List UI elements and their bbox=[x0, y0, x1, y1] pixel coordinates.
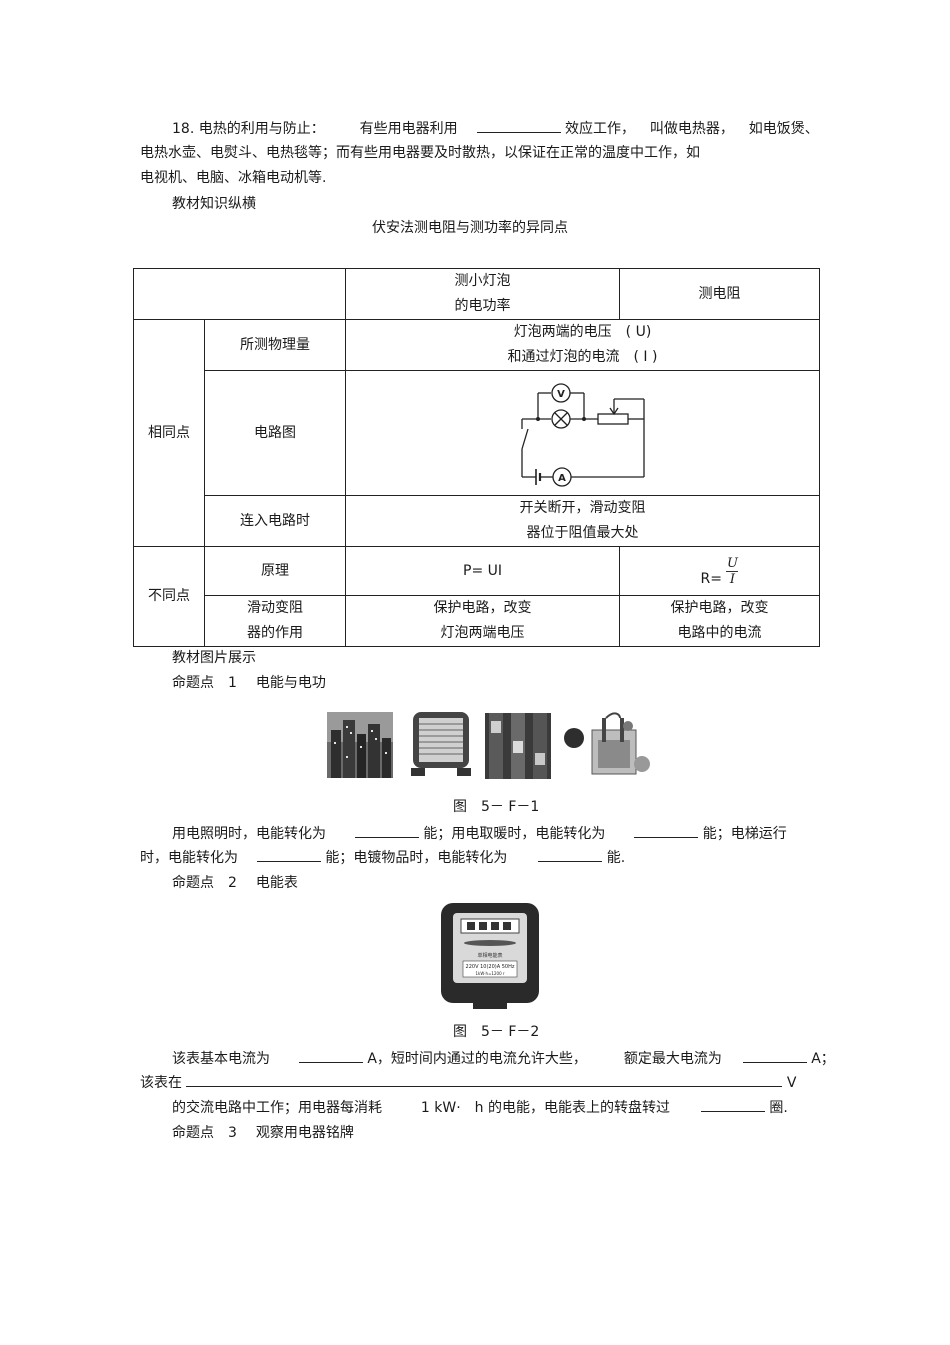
circuit-diagram: V A bbox=[521, 383, 645, 487]
p2-line1: 该表基本电流为 A，短时间内通过的电流允许大些， 额定最大电流为 A； bbox=[172, 1048, 835, 1069]
row-group-different: 不同点 bbox=[133, 546, 205, 647]
rheostat-role-power-l1: 保护电路，改变 bbox=[433, 600, 532, 616]
p1-text-b: 能；用电取暖时，电能转化为 bbox=[423, 826, 606, 842]
row-label-quantity: 所测物理量 bbox=[204, 319, 346, 371]
elevator-photo bbox=[485, 713, 551, 779]
head-power-l2: 的电功率 bbox=[454, 298, 511, 314]
q18-line3: 电视机、电脑、冰箱电动机等. bbox=[140, 170, 327, 186]
p2-text-i: 圈. bbox=[769, 1100, 788, 1116]
q18-line1: 18. 电热的利用与防止： 有些用电器利用 效应工作， 叫做电热器， 如电饭煲、 bbox=[172, 118, 819, 139]
p2-line3: 的交流电路中工作；用电器每消耗 1 kW· h 的电能，电能表上的转盘转过 圈. bbox=[172, 1097, 788, 1118]
p1-blank-3[interactable] bbox=[256, 847, 321, 862]
p2-blank-2[interactable] bbox=[742, 1048, 807, 1063]
p1-line1: 用电照明时，电能转化为 能；用电取暖时，电能转化为 能；电梯运行 bbox=[172, 823, 787, 844]
fig1-caption: 图 5－ F－1 bbox=[453, 799, 540, 815]
p2-text-h: 1 kW· h 的电能，电能表上的转盘转过 bbox=[420, 1100, 670, 1116]
principle-resistance: R= U I bbox=[619, 546, 820, 596]
quantity-value: 灯泡两端的电压 ( U) 和通过灯泡的电流 ( I ) bbox=[345, 319, 820, 371]
p1-text-e: 能；电镀物品时，电能转化为 bbox=[325, 850, 508, 866]
p1-blank-1[interactable] bbox=[354, 823, 419, 838]
section-heading: 教材知识纵横 bbox=[172, 196, 256, 212]
principle-power: P= UI bbox=[345, 546, 620, 596]
q18-text-part1: 电热的利用与防止： bbox=[198, 121, 325, 137]
table-corner-cell bbox=[133, 268, 346, 320]
p1-blank-2[interactable] bbox=[634, 823, 699, 838]
q18-text-part4: 叫做电热器， bbox=[649, 121, 734, 137]
p2-text-c: 额定最大电流为 bbox=[623, 1051, 722, 1067]
row-label-principle: 原理 bbox=[204, 546, 346, 596]
p2-text-b: A，短时间内通过的电流允许大些， bbox=[367, 1051, 587, 1067]
p2-text-g: 的交流电路中工作；用电器每消耗 bbox=[172, 1100, 382, 1116]
fraction-numerator: U bbox=[726, 555, 738, 571]
quantity-value-l2: 和通过灯泡的电流 ( I ) bbox=[507, 349, 658, 365]
point2-title: 电能表 bbox=[255, 875, 298, 891]
electroplating-photo bbox=[564, 712, 650, 775]
rheostat-role-resistance-l2: 电路中的电流 bbox=[677, 625, 762, 641]
circuit-diagram-cell: V A bbox=[345, 370, 820, 496]
table-title: 伏安法测电阻与测功率的异同点 bbox=[372, 220, 568, 236]
row-label-rheostat-l1: 滑动变阻 bbox=[247, 600, 303, 616]
rheostat-role-resistance: 保护电路，改变 电路中的电流 bbox=[619, 595, 820, 647]
ammeter-label: A bbox=[558, 473, 566, 484]
p2-blank-4[interactable] bbox=[700, 1097, 765, 1112]
row-group-same: 相同点 bbox=[133, 319, 205, 547]
p2-text-d: A； bbox=[811, 1051, 835, 1067]
point2-label: 命题点 2 bbox=[172, 875, 237, 891]
q18-text-part3: 效应工作， bbox=[564, 121, 635, 137]
u-over-i-fraction: U I bbox=[726, 555, 739, 587]
pictures-heading: 教材图片展示 bbox=[172, 650, 256, 666]
meter-name-plate: 单相电能表 bbox=[477, 952, 502, 959]
q18-blank[interactable] bbox=[476, 118, 561, 133]
p1-line2: 时，电能转化为 能；电镀物品时，电能转化为 能. bbox=[140, 847, 625, 868]
point3-title: 观察用电器铭牌 bbox=[255, 1125, 354, 1141]
p2-text-a: 该表基本电流为 bbox=[172, 1051, 270, 1067]
head-resistance: 测电阻 bbox=[619, 268, 820, 320]
point3-label: 命题点 3 bbox=[172, 1125, 237, 1141]
point2-heading: 命题点 2 电能表 bbox=[172, 873, 298, 893]
switch-icon bbox=[521, 428, 529, 450]
electricity-meter-photo: 单相电能表 220V 10(20)A 50Hz 1kW·h=1200 r bbox=[441, 903, 539, 1009]
fraction-denominator: I bbox=[729, 571, 736, 587]
p2-text-e: 该表在 bbox=[140, 1075, 182, 1091]
head-power-l1: 测小灯泡 bbox=[454, 273, 511, 289]
p2-blank-3[interactable] bbox=[186, 1072, 783, 1087]
q18-text-part2: 有些用电器利用 bbox=[359, 121, 458, 137]
q18-number: 18. bbox=[172, 121, 195, 137]
point1-title: 电能与电功 bbox=[255, 675, 326, 691]
rheostat-role-power-l2: 灯泡两端电压 bbox=[440, 625, 525, 641]
rheostat-role-power: 保护电路，改变 灯泡两端电压 bbox=[345, 595, 620, 647]
rheostat-icon bbox=[597, 413, 629, 425]
fig2-caption: 图 5－ F－2 bbox=[453, 1024, 540, 1040]
p2-line2: 该表在 V bbox=[140, 1072, 796, 1093]
point1-label: 命题点 1 bbox=[172, 675, 237, 691]
point1-heading: 命题点 1 电能与电功 bbox=[172, 673, 326, 693]
meter-rating: 220V 10(20)A 50Hz bbox=[466, 964, 515, 970]
quantity-value-l1: 灯泡两端的电压 ( U) bbox=[513, 324, 652, 340]
p1-text-f: 能. bbox=[606, 850, 626, 866]
point3-heading: 命题点 3 观察用电器铭牌 bbox=[172, 1123, 354, 1143]
electric-heater-photo bbox=[411, 712, 471, 776]
principle-resistance-prefix: R= bbox=[700, 571, 722, 587]
row-label-rheostat-l2: 器的作用 bbox=[247, 625, 303, 641]
p2-blank-1[interactable] bbox=[298, 1048, 363, 1063]
city-lights-photo bbox=[327, 712, 393, 778]
p1-text-d: 时，电能转化为 bbox=[140, 850, 238, 866]
comparison-table: 测小灯泡 的电功率 测电阻 相同点 所测物理量 灯泡两端的电压 ( U) 和通过… bbox=[133, 268, 820, 647]
p1-text-a: 用电照明时，电能转化为 bbox=[172, 826, 326, 842]
p2-text-f: V bbox=[786, 1075, 797, 1091]
row-label-connect: 连入电路时 bbox=[204, 495, 346, 547]
row-label-diagram: 电路图 bbox=[204, 370, 346, 496]
p1-blank-4[interactable] bbox=[538, 847, 603, 862]
connect-value: 开关断开，滑动变阻 器位于阻值最大处 bbox=[345, 495, 820, 547]
head-power: 测小灯泡 的电功率 bbox=[345, 268, 620, 320]
connect-value-l1: 开关断开，滑动变阻 bbox=[519, 500, 646, 516]
voltmeter-label: V bbox=[557, 389, 565, 400]
p1-text-c: 能；电梯运行 bbox=[702, 826, 787, 842]
rheostat-role-resistance-l1: 保护电路，改变 bbox=[670, 600, 769, 616]
q18-text-part5: 如电饭煲、 bbox=[748, 121, 819, 137]
connect-value-l2: 器位于阻值最大处 bbox=[526, 525, 639, 541]
meter-rev: 1kW·h=1200 r bbox=[475, 971, 504, 976]
q18-line2: 电热水壶、电熨斗、电热毯等；而有些用电器要及时散热，以保证在正常的温度中工作，如 bbox=[140, 145, 700, 161]
row-label-rheostat: 滑动变阻 器的作用 bbox=[204, 595, 346, 647]
